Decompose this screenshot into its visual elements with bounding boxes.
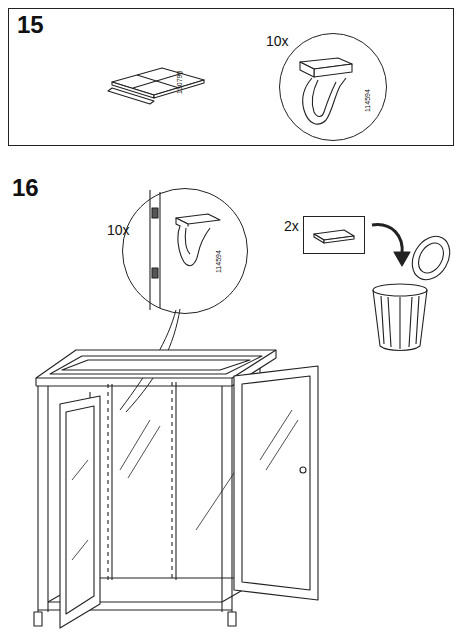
- cabinet: [34, 350, 318, 628]
- glass-shelf: [108, 68, 204, 104]
- part-number: 114594: [215, 250, 222, 273]
- step-number: 16: [12, 176, 39, 200]
- quantity-label: 2x: [284, 219, 299, 233]
- quantity-label: 10x: [107, 223, 130, 237]
- step-number: 15: [17, 13, 44, 37]
- shelf-clip-installed: [150, 190, 220, 310]
- quantity-label: 10x: [266, 34, 289, 48]
- shelf-clip: [300, 58, 352, 124]
- discard-pieces: [314, 230, 354, 243]
- step-frame: 1510x114594: [8, 8, 454, 146]
- part-number: 130790: [176, 71, 183, 94]
- quantity-box: 2x: [303, 216, 365, 254]
- detail-circle: 10x114594: [122, 188, 248, 314]
- detail-circle: 10x114594: [279, 33, 387, 141]
- part-number: 114594: [364, 89, 371, 112]
- trash-bin: [373, 230, 457, 351]
